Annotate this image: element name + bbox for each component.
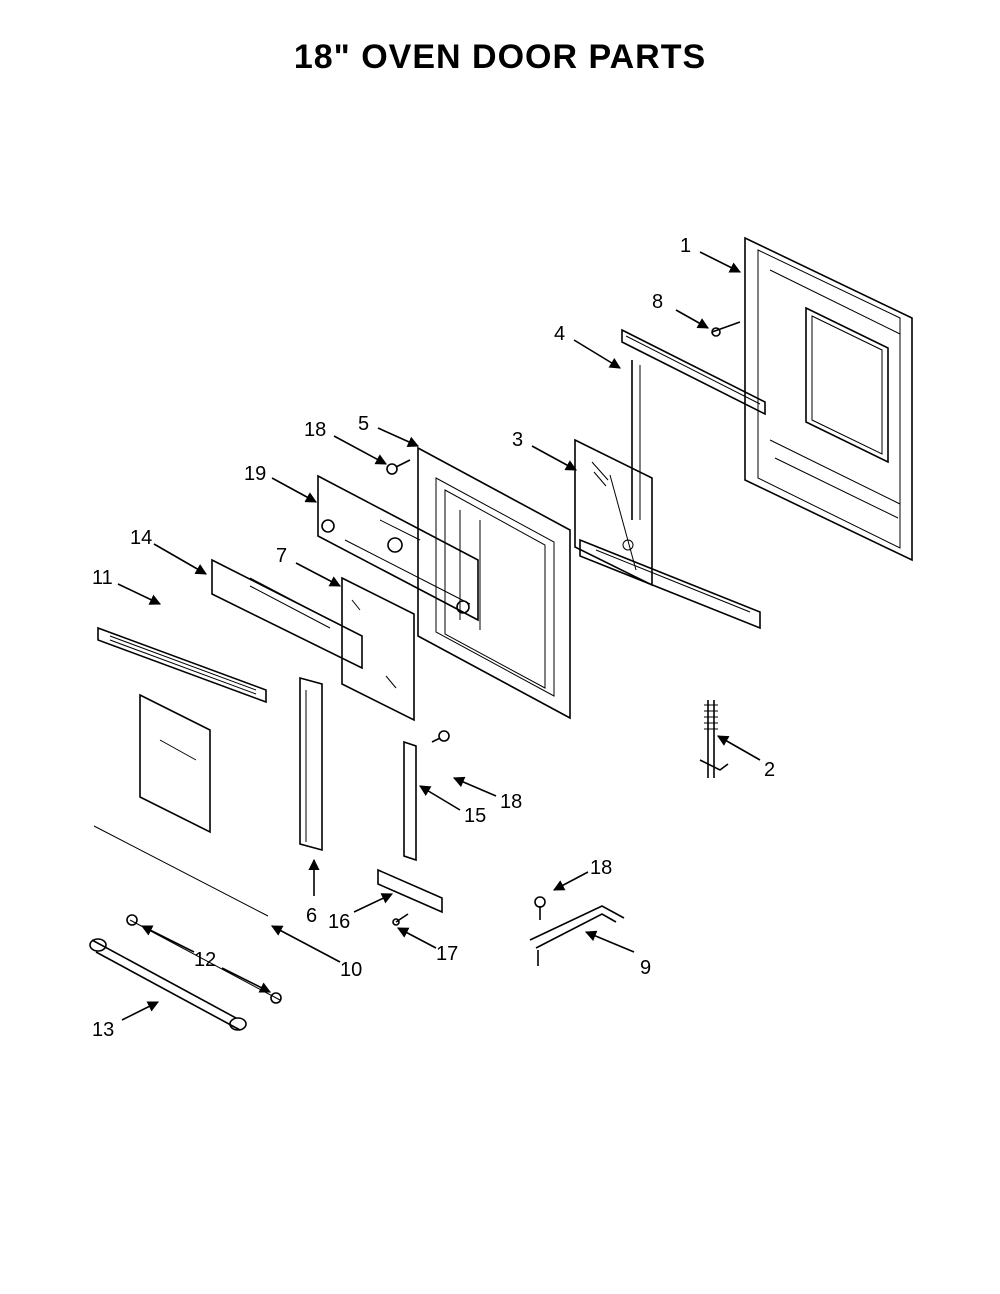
page-title: 18" OVEN DOOR PARTS [293, 38, 707, 76]
callout-14: 14 [130, 527, 152, 549]
part-19-door-liner [317, 474, 479, 622]
part-11-vent-strip [97, 626, 267, 704]
callout-18-bottom: 18 [590, 857, 612, 879]
callout-6: 6 [306, 905, 317, 927]
part-9-hinge-lever [529, 905, 625, 966]
callout-12: 12 [194, 949, 216, 971]
part-4-trim-channel [621, 328, 766, 520]
callout-5: 5 [358, 413, 369, 435]
part-7-inner-glass [341, 576, 415, 722]
callout-15: 15 [464, 805, 486, 827]
callout-16: 16 [328, 911, 350, 933]
part-bottom-rail [579, 538, 761, 630]
callout-13: 13 [92, 1019, 114, 1041]
part-13-handle [89, 919, 281, 1031]
part-5-inner-door-frame [417, 446, 571, 720]
part-10-outer-glass [93, 693, 269, 917]
callout-17: 17 [436, 943, 458, 965]
callout-18-top: 18 [304, 419, 326, 441]
callout-8: 8 [652, 291, 663, 313]
callout-10: 10 [340, 959, 362, 981]
part-17-screw [392, 913, 409, 926]
callout-7: 7 [276, 545, 287, 567]
part-12-handle-screw-left [126, 914, 138, 926]
part-15-hinge-bracket [403, 740, 417, 862]
part-18-screw-top [386, 459, 411, 475]
part-1-outer-door-panel [744, 236, 913, 562]
callout-9: 9 [640, 957, 651, 979]
part-2-hinge [699, 700, 729, 778]
callout-3: 3 [512, 429, 523, 451]
callout-labels: 1 8 4 3 5 18 19 7 14 11 2 18 15 6 16 17 … [92, 235, 775, 1041]
callout-1: 1 [680, 235, 691, 257]
part-14-vent-panel [211, 558, 363, 670]
callout-4: 4 [554, 323, 565, 345]
part-12-handle-screw-right [270, 992, 282, 1004]
callout-19: 19 [244, 463, 266, 485]
part-6-side-trim [299, 676, 323, 852]
callout-2: 2 [764, 759, 775, 781]
part-18-screw-middle [431, 730, 450, 743]
leader-lines [117, 251, 761, 1021]
part-8-screw [711, 321, 741, 337]
callout-18-middle: 18 [500, 791, 522, 813]
part-16-bracket [377, 868, 443, 914]
part-18-screw-bottom [534, 896, 546, 920]
callout-11: 11 [92, 567, 113, 589]
